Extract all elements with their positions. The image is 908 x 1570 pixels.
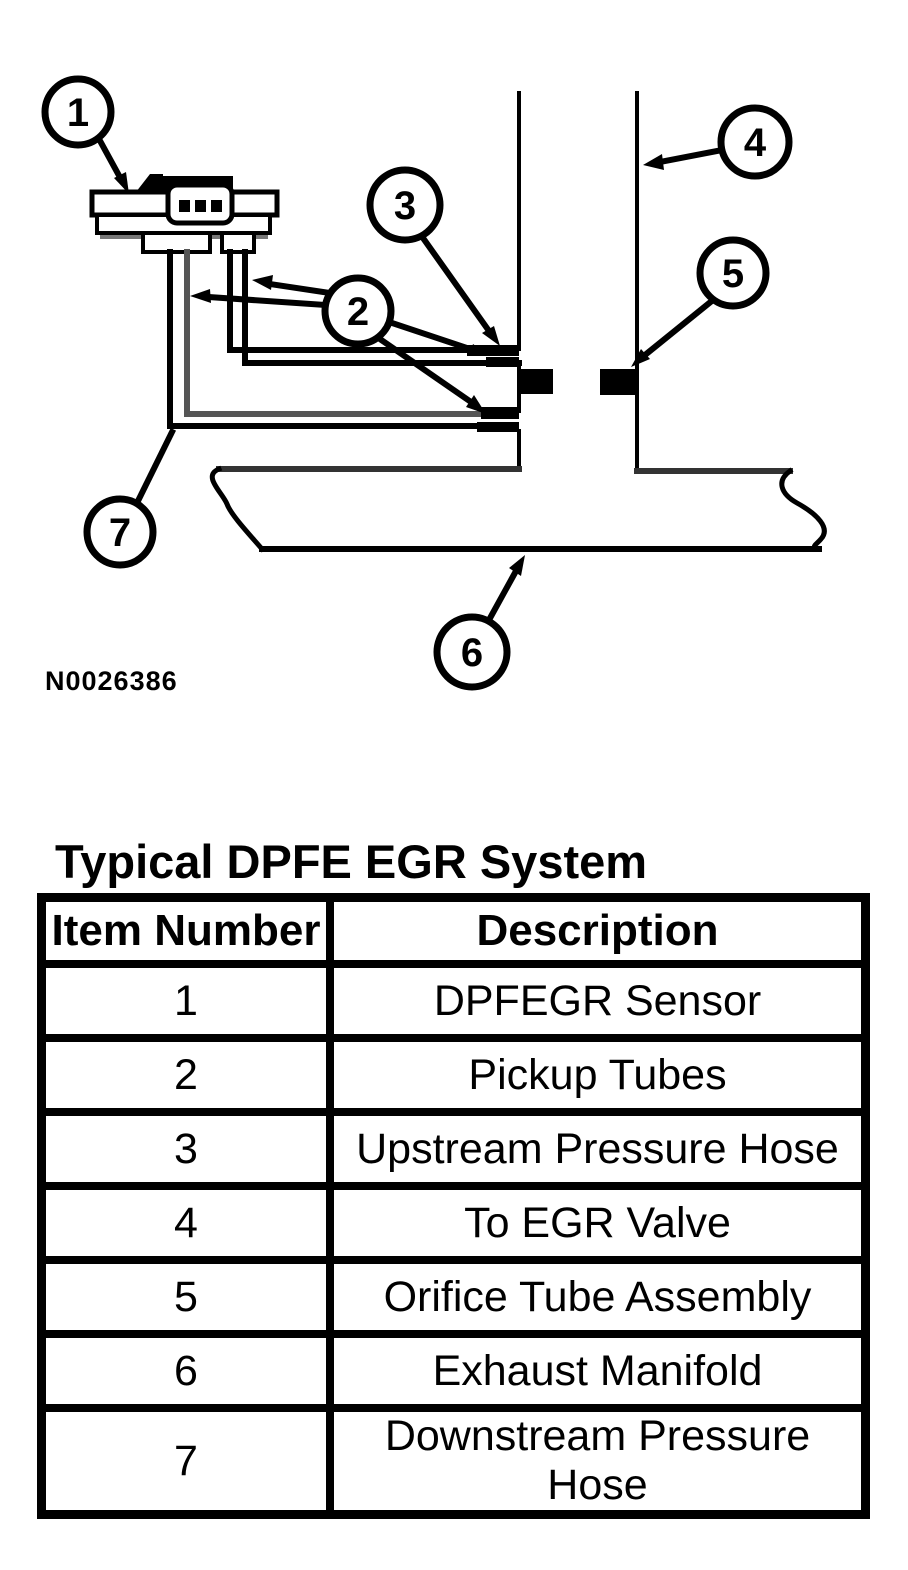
figure-id-label: N0026386 (45, 666, 178, 696)
connector-pin (179, 200, 190, 212)
leader-lines (94, 134, 726, 625)
sensor-left-port (141, 231, 212, 254)
description-cell: To EGR Valve (326, 1182, 870, 1264)
dpfe-sensor (89, 174, 280, 254)
dpfe-egr-diagram: 1 2 3 4 5 6 7 N0026386 (41, 75, 827, 696)
callout-7: 7 (83, 495, 157, 569)
item-number-cell: 1 (37, 960, 334, 1042)
downstream-pressure-hose (167, 249, 519, 432)
callout-1: 1 (41, 75, 115, 149)
arrowhead (509, 555, 525, 576)
arrowhead (252, 275, 273, 290)
description-cell: DPFEGR Sensor (326, 960, 870, 1042)
leader-7 (133, 427, 177, 506)
leader-3 (418, 233, 494, 336)
arrowhead (482, 326, 500, 346)
arrowhead (469, 344, 490, 356)
item-number-cell: 5 (37, 1256, 334, 1338)
leader-4 (656, 146, 726, 166)
item-number-cell: 6 (37, 1330, 334, 1412)
callout-5-number: 5 (722, 252, 744, 296)
header-item-number: Item Number (37, 893, 334, 968)
leader-1 (94, 134, 127, 186)
description-cell: Downstream Pressure Hose (326, 1404, 870, 1519)
orifice-block-right (600, 369, 637, 395)
table-header-row: Item Number Description (37, 893, 870, 968)
leader-5 (640, 295, 718, 360)
item-number-cell: 7 (37, 1404, 334, 1519)
callout-7-number: 7 (109, 511, 131, 555)
hose-fitting (481, 407, 519, 419)
connector-pin (195, 200, 206, 212)
table-row: 1 DPFEGR Sensor (37, 960, 870, 1042)
leader-2d (372, 332, 476, 407)
callout-4-number: 4 (744, 121, 767, 165)
callout-1-number: 1 (67, 91, 89, 135)
callout-balloons: 1 2 3 4 5 6 7 (41, 75, 793, 691)
item-number-cell: 4 (37, 1182, 334, 1264)
description-cell: Pickup Tubes (326, 1034, 870, 1116)
arrowhead (631, 349, 650, 367)
table-row: 6 Exhaust Manifold (37, 1330, 870, 1412)
leader-2c (385, 318, 477, 354)
description-cell: Upstream Pressure Hose (326, 1108, 870, 1190)
callout-4: 4 (717, 104, 793, 180)
leader-2a (204, 293, 330, 309)
egr-pipe (517, 91, 639, 472)
exhaust-manifold (209, 465, 827, 553)
hose-fitting (486, 357, 519, 367)
callout-3-number: 3 (394, 184, 416, 228)
callout-2: 2 (321, 274, 395, 348)
header-description: Description (326, 893, 870, 968)
item-number-cell: 2 (37, 1034, 334, 1116)
parts-table: Item Number Description 1 DPFEGR Sensor … (37, 893, 870, 1519)
leader-2b (266, 280, 334, 297)
arrowhead (190, 289, 211, 303)
table-row: 5 Orifice Tube Assembly (37, 1256, 870, 1338)
callout-5: 5 (696, 236, 770, 310)
orifice-block-left (520, 369, 553, 394)
description-cell: Exhaust Manifold (326, 1330, 870, 1412)
hose-fitting (477, 422, 519, 432)
callout-6: 6 (433, 613, 511, 691)
arrowhead (466, 395, 486, 414)
sensor-right-port (220, 231, 256, 254)
connector-pin (211, 200, 222, 212)
page-title: Typical DPFE EGR System (55, 835, 648, 888)
item-number-cell: 3 (37, 1108, 334, 1190)
callout-2-number: 2 (347, 290, 369, 334)
table-row: 2 Pickup Tubes (37, 1034, 870, 1116)
leader-6 (484, 566, 521, 625)
connector-bevel (136, 174, 163, 192)
table-row: 7 Downstream Pressure Hose (37, 1404, 870, 1519)
arrowhead (643, 154, 664, 170)
upstream-pressure-hose (227, 249, 522, 367)
arrowhead (114, 172, 129, 194)
description-cell: Orifice Tube Assembly (326, 1256, 870, 1338)
table-row: 4 To EGR Valve (37, 1182, 870, 1264)
hose-fitting (467, 345, 519, 356)
table-row: 3 Upstream Pressure Hose (37, 1108, 870, 1190)
callout-3: 3 (366, 166, 444, 244)
callout-6-number: 6 (461, 631, 483, 675)
